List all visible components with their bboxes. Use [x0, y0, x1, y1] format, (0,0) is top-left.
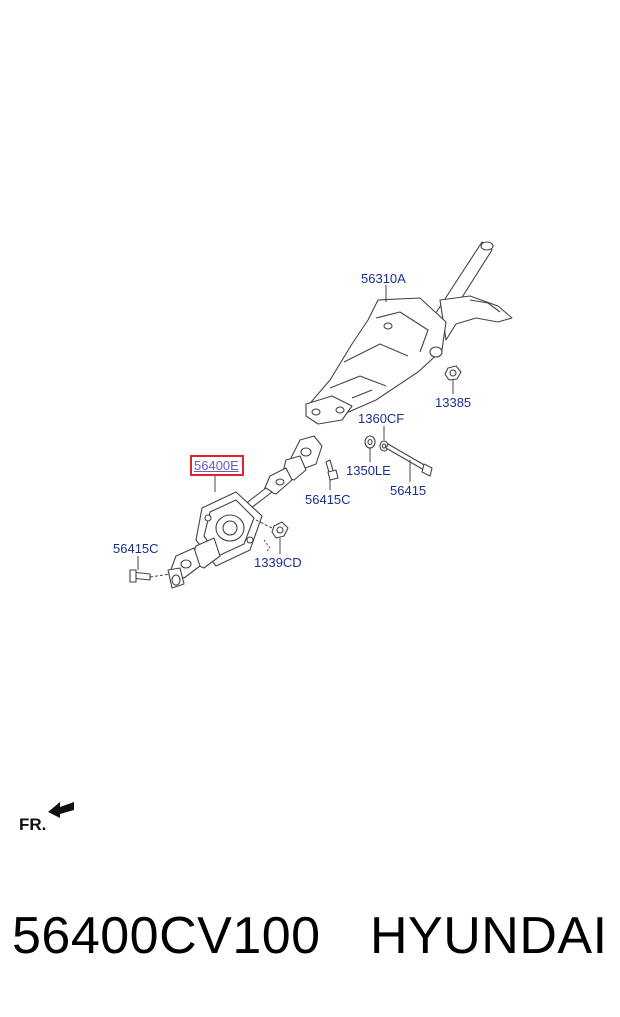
highlighted-part-box[interactable]: 56400E	[190, 455, 244, 476]
parts-diagram: 56310A 13385 1360CF 1350LE 56415 56415C …	[19, 241, 513, 834]
bolt-56415c-left	[129, 569, 151, 583]
label-13385[interactable]: 13385	[435, 395, 472, 410]
steering-column-upper	[305, 241, 513, 425]
label-1350le[interactable]: 1350LE	[346, 463, 391, 478]
bolt-56415c-mid	[325, 459, 339, 481]
bolt-56415	[385, 443, 433, 477]
label-56415[interactable]: 56415	[390, 483, 427, 498]
exploded-view-drawing	[129, 241, 513, 589]
front-orientation-label: FR.	[19, 815, 47, 834]
part-number: 56400CV100	[12, 907, 321, 965]
brand-name: HYUNDAI	[370, 907, 608, 965]
washer-1360cf	[364, 435, 376, 449]
nut-13385	[444, 365, 462, 381]
footer	[0, 850, 620, 1017]
nut-1339cd	[271, 521, 289, 539]
label-56415c-mid[interactable]: 56415C	[305, 492, 351, 507]
front-direction-arrow-icon	[48, 802, 74, 818]
label-1360cf[interactable]: 1360CF	[358, 411, 405, 426]
label-56400e[interactable]: 56400E	[194, 458, 239, 473]
label-56310a[interactable]: 56310A	[361, 271, 406, 286]
lower-universal-joint	[167, 537, 221, 589]
label-56415c-left[interactable]: 56415C	[113, 541, 159, 556]
label-1339cd[interactable]: 1339CD	[254, 555, 302, 570]
